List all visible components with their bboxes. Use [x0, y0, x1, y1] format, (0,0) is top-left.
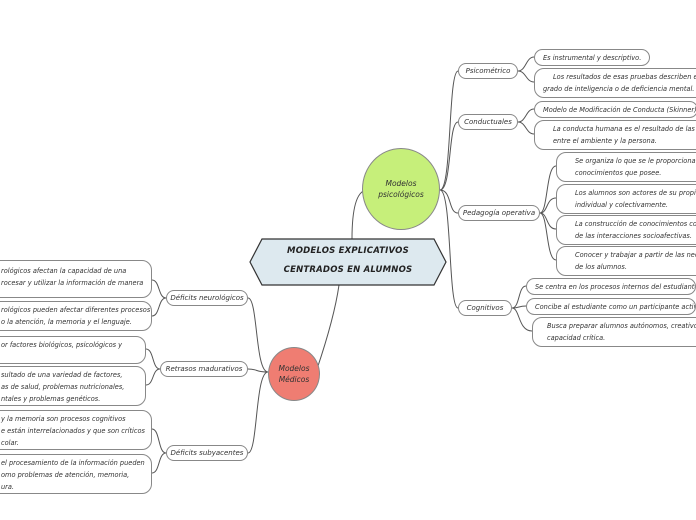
topic-conductuales[interactable]: Conductuales	[458, 114, 518, 130]
modelos-psicologicos-node[interactable]: Modelos psicológicos	[362, 148, 440, 230]
leaf-conductuales-2[interactable]: La conducta humana es el resultado de la…	[534, 120, 696, 150]
leaf-text: rológicos afectan la capacidad de una	[1, 267, 127, 275]
leaf-text: ntales y problemas genéticos.	[1, 395, 101, 403]
leaf-text: o la atención, la memoria y el lenguaje.	[1, 318, 132, 326]
leaf-cognitivos-3[interactable]: Busca preparar alumnos autónomos, creati…	[532, 317, 696, 347]
modelos-medicos-label-line2: Médicos	[278, 375, 310, 384]
leaf-text: omo problemas de atención, memoria,	[1, 471, 130, 479]
leaf-text: sultado de una variedad de factores,	[1, 371, 123, 379]
topic-conductuales-label: Conductuales	[464, 118, 512, 126]
leaf-psicometrico-1[interactable]: Es instrumental y descriptivo.	[534, 49, 650, 66]
leaf-text: el procesamiento de la información puede…	[1, 459, 145, 467]
leaf-text: rocesar y utilizar la información de man…	[1, 279, 144, 287]
leaf-text: Es instrumental y descriptivo.	[543, 54, 642, 62]
leaf-text: as de salud, problemas nutricionales,	[1, 383, 125, 391]
leaf-text: La construcción de conocimientos como fr…	[575, 220, 696, 228]
topic-deficits-neurologicos-label: Déficits neurológicos	[170, 294, 244, 302]
leaf-pedagogia-1[interactable]: Se organiza lo que se le proporciona de …	[556, 152, 696, 182]
leaf-text: Concibe al estudiante como un participan…	[535, 303, 696, 311]
modelos-medicos-node[interactable]: Modelos Médicos	[268, 347, 320, 401]
leaf-text: or factores biológicos, psicológicos y	[1, 341, 123, 349]
leaf-text: Busca preparar alumnos autónomos, creati…	[547, 322, 696, 330]
leaf-text: rológicos pueden afectar diferentes proc…	[1, 306, 151, 314]
leaf-subyacentes-1[interactable]: y la memoria son procesos cognitivos e e…	[0, 410, 152, 450]
leaf-text: capacidad crítica.	[547, 334, 606, 342]
leaf-text: grado de inteligencia o de deficiencia m…	[543, 85, 695, 93]
leaf-text: Los alumnos son actores de su propio apr…	[575, 189, 696, 197]
leaf-pedagogia-3[interactable]: La construcción de conocimientos como fr…	[556, 215, 696, 245]
central-topic-hexagon	[249, 238, 447, 286]
topic-psicometrico[interactable]: Psicométrico	[458, 63, 518, 79]
leaf-text: entre el ambiente y la persona.	[553, 137, 657, 145]
leaf-text: individual y colectivamente.	[575, 201, 669, 209]
leaf-madurativos-2[interactable]: sultado de una variedad de factores, as …	[0, 366, 146, 406]
modelos-psicologicos-label: Modelos psicológicos	[378, 179, 424, 199]
modelos-medicos-label-line1: Modelos	[278, 364, 310, 373]
leaf-text: Se organiza lo que se le proporciona de …	[575, 157, 696, 165]
leaf-psicometrico-2[interactable]: Los resultados de esas pruebas describen…	[534, 68, 696, 98]
topic-pedagogia-operativa-label: Pedagogía operativa	[462, 209, 536, 217]
leaf-neurologicos-1[interactable]: rológicos afectan la capacidad de una ro…	[0, 260, 152, 298]
leaf-text: y la memoria son procesos cognitivos	[1, 415, 126, 423]
leaf-neurologicos-2[interactable]: rológicos pueden afectar diferentes proc…	[0, 301, 152, 331]
leaf-text: La conducta humana es el resultado de la…	[553, 125, 696, 133]
leaf-text: Conocer y trabajar a partir de las neces…	[575, 251, 696, 259]
leaf-text: Modelo de Modificación de Conducta (Skin…	[543, 106, 696, 114]
topic-retrasos-madurativos[interactable]: Retrasos madurativos	[160, 361, 248, 377]
topic-retrasos-madurativos-label: Retrasos madurativos	[165, 365, 243, 373]
topic-pedagogia-operativa[interactable]: Pedagogía operativa	[458, 205, 540, 221]
central-topic[interactable]: MODELOS EXPLICATIVOS CENTRADOS EN ALUMNO…	[283, 246, 413, 275]
leaf-text: colar.	[1, 439, 19, 447]
leaf-pedagogia-4[interactable]: Conocer y trabajar a partir de las neces…	[556, 246, 696, 276]
leaf-text: de las interacciones socioafectivas.	[575, 232, 692, 240]
leaf-pedagogia-2[interactable]: Los alumnos son actores de su propio apr…	[556, 184, 696, 214]
topic-deficits-subyacentes[interactable]: Déficits subyacentes	[166, 445, 248, 461]
leaf-conductuales-1[interactable]: Modelo de Modificación de Conducta (Skin…	[534, 101, 696, 118]
topic-cognitivos-label: Cognitivos	[466, 304, 504, 312]
leaf-text: Los resultados de esas pruebas describen…	[553, 73, 696, 81]
leaf-text: conocimientos que posee.	[575, 169, 662, 177]
topic-deficits-subyacentes-label: Déficits subyacentes	[170, 449, 244, 457]
leaf-cognitivos-2[interactable]: Concibe al estudiante como un participan…	[526, 298, 696, 315]
leaf-text: de los alumnos.	[575, 263, 627, 271]
topic-cognitivos[interactable]: Cognitivos	[458, 300, 512, 316]
leaf-text: ura.	[1, 483, 15, 491]
leaf-subyacentes-2[interactable]: el procesamiento de la información puede…	[0, 454, 152, 494]
topic-psicometrico-label: Psicométrico	[465, 67, 511, 75]
leaf-madurativos-1[interactable]: or factores biológicos, psicológicos y	[0, 336, 146, 364]
topic-deficits-neurologicos[interactable]: Déficits neurológicos	[166, 290, 248, 306]
leaf-text: e están interrelacionados y que son crít…	[1, 427, 145, 435]
leaf-text: Se centra en los procesos internos del e…	[535, 283, 696, 291]
leaf-cognitivos-1[interactable]: Se centra en los procesos internos del e…	[526, 278, 696, 295]
